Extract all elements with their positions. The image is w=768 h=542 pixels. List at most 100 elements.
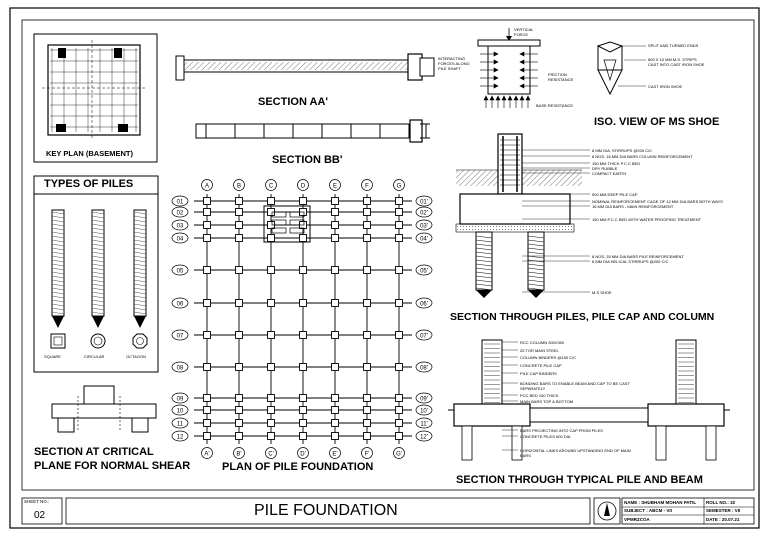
- pile-cap: [235, 221, 243, 229]
- pile-cap: [203, 234, 211, 242]
- pile-cap: [267, 432, 275, 440]
- critical-plane-title-1: SECTION AT CRITICAL: [34, 446, 154, 458]
- interacting-forces-label: INTERACTING FORCES ALONG PILE SHAFT: [438, 56, 470, 71]
- subject: SUBJECT : ABCM - VII: [624, 508, 672, 513]
- pile-cap: [395, 432, 403, 440]
- pile-cap-column-title: SECTION THROUGH PILES, PILE CAP AND COLU…: [450, 311, 715, 323]
- grid-bubble: [265, 447, 277, 459]
- grid-row-prime-label: 11': [420, 421, 427, 427]
- grid-row-label: 12: [177, 434, 184, 440]
- grid-row-prime-label: 03': [420, 223, 428, 229]
- ms-shoe-iso: [596, 41, 646, 96]
- pile-type-label: CIRCULAR: [84, 354, 105, 359]
- pile-cap: [395, 331, 403, 339]
- pile-cap: [363, 221, 371, 229]
- grid-bubble: [415, 329, 433, 341]
- grid-bubble: [171, 264, 189, 276]
- outer-border: [9, 7, 760, 529]
- pile-cap: [203, 208, 211, 216]
- pile-beam-note: 25 TOR MAIN STEEL: [520, 347, 559, 353]
- pile-cap: [203, 299, 211, 307]
- grid-row-label: 08: [177, 365, 184, 371]
- pile-cap: [331, 299, 339, 307]
- grid-bubble: [233, 179, 245, 191]
- pile-cap-note: NOMINAL REINFORCEMENT CAGE OF 12 MM DIA.…: [592, 198, 723, 204]
- pile-beam-note: PILE CAP BINDERS: [520, 370, 557, 376]
- pile-cap: [235, 406, 243, 414]
- grid-bubble: [265, 179, 277, 191]
- pile-cap: [395, 406, 403, 414]
- pile-cap-note: 16 MM DIA BARS - MAIN REINFORCEMENT: [592, 203, 674, 209]
- grid-row-prime-label: 04': [420, 236, 428, 242]
- pile-cap: [203, 419, 211, 427]
- pile-cap-note: M.S SHOE: [592, 289, 612, 295]
- grid-row-prime-label: 06': [420, 301, 428, 307]
- grid-bubble: [393, 179, 405, 191]
- pile-cap: [395, 266, 403, 274]
- pile-cap-note: 8 MM DIA. STIRRUPS @200 C/C: [592, 147, 653, 153]
- grid-column-prime-label: B': [236, 452, 241, 458]
- pile-cap: [331, 331, 339, 339]
- grid-bubble: [415, 264, 433, 276]
- pile-cap: [235, 394, 243, 402]
- pile-cap: [331, 266, 339, 274]
- pile-cap: [363, 266, 371, 274]
- pile-cap: [331, 432, 339, 440]
- grid-bubble: [171, 329, 189, 341]
- forces-diagram: [477, 28, 541, 108]
- grid-row-label: 01: [177, 199, 184, 205]
- title-block: [21, 497, 755, 525]
- student-name: NAME : SHUBHAM MOHAN PATIL: [624, 500, 697, 505]
- grid-bubble: [297, 179, 309, 191]
- grid-row-label: 06: [177, 301, 184, 307]
- grid-bubble: [415, 206, 433, 218]
- grid-bubble: [297, 447, 309, 459]
- grid-column-label: D: [301, 184, 306, 190]
- grid-row-prime-label: 12': [420, 434, 428, 440]
- pile-cap: [267, 363, 275, 371]
- grid-column-prime-label: E': [332, 452, 337, 458]
- grid-bubble: [415, 392, 433, 404]
- pile-cap: [235, 266, 243, 274]
- friction-label: FRICTION RESISTANCE: [548, 72, 574, 82]
- sheet-no: 02: [34, 510, 46, 521]
- shoe-note: 800 X 10 MM M.S. STRIPS CAST INTO CAST I…: [648, 57, 705, 67]
- pile-cap-note: 8 MM DIA HELICAL STIRRUPS @200 C/C: [592, 258, 669, 264]
- pile-cap: [299, 331, 307, 339]
- pile-beam-note: COLUMN BINDERS @150 C/C: [520, 354, 577, 360]
- pile-cap: [331, 208, 339, 216]
- pile-cap: [395, 363, 403, 371]
- pile-cap-note: 8 NOS. 16 MM DIA BARS COLUMN REINFORCEME…: [592, 153, 693, 159]
- grid-bubble: [393, 447, 405, 459]
- section-bb-title: SECTION BB': [272, 154, 343, 166]
- pile-cap: [363, 331, 371, 339]
- pile-cap: [299, 394, 307, 402]
- grid-row-prime-label: 07': [420, 333, 428, 339]
- grid-row-prime-label: 01': [420, 199, 428, 205]
- grid-bubble: [415, 361, 433, 373]
- grid-bubble: [329, 447, 341, 459]
- grid-bubble: [171, 232, 189, 244]
- pile-cap: [235, 363, 243, 371]
- shoe-note: SPLIT AND TURNED ENDS: [648, 43, 699, 48]
- grid-bubble: [171, 297, 189, 309]
- north-icon: [597, 501, 617, 521]
- grid-bubble: [171, 206, 189, 218]
- pile-type-label: OCTAGON: [126, 354, 146, 359]
- grid-bubble: [361, 447, 373, 459]
- pile-cap: [299, 363, 307, 371]
- pile-cap: [331, 394, 339, 402]
- grid-row-label: 02: [177, 210, 184, 216]
- pile-cap: [331, 221, 339, 229]
- pile-cap-note: 8 NOS. 25 MM DIA BARS PILE REINFORCEMENT: [592, 253, 684, 259]
- pile-cap: [235, 331, 243, 339]
- grid-row-label: 10: [177, 408, 184, 414]
- pile-beam-note: CONCRETE PILE CAP: [520, 362, 562, 368]
- pile-cap: [235, 197, 243, 205]
- pile-cap: [203, 406, 211, 414]
- grid-bubble: [171, 430, 189, 442]
- grid-bubble: [201, 447, 213, 459]
- section-aa-title: SECTION AA': [258, 96, 329, 108]
